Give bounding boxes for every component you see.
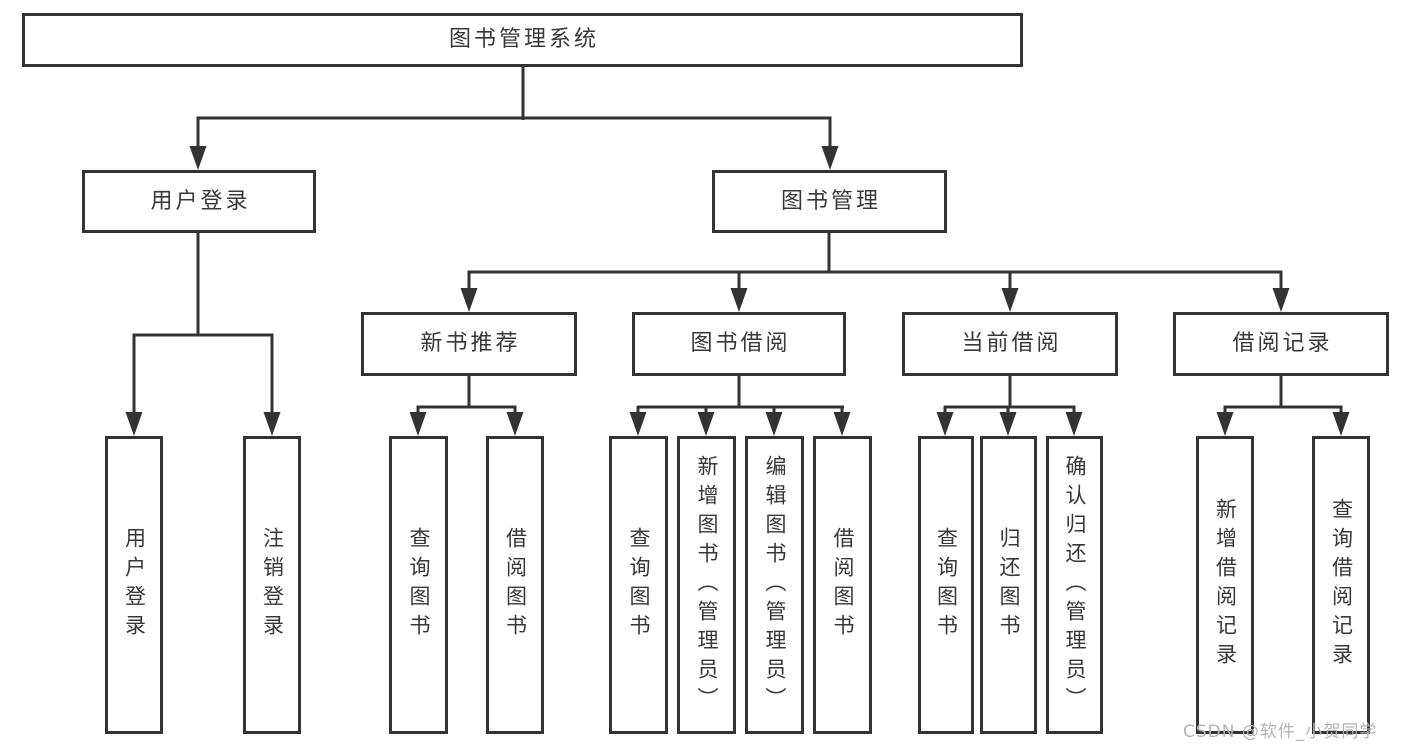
leaf-borrow-books-borrowing: 借阅图书: [813, 436, 872, 734]
leaf-borrow-books-recommend: 借阅图书: [486, 436, 544, 734]
leaf-return-books: 归还图书: [980, 436, 1037, 734]
leaf-logout: 注销登录: [243, 436, 301, 734]
node-user-login: 用户登录: [82, 170, 316, 233]
node-library-management-system: 图书管理系统: [22, 13, 1023, 67]
leaf-query-books-borrowing: 查询图书: [609, 436, 668, 734]
leaf-confirm-return-admin: 确认归还（管理员）: [1046, 436, 1103, 734]
leaf-add-books-admin: 新增图书（管理员）: [677, 436, 736, 734]
node-current-borrowing: 当前借阅: [902, 312, 1118, 376]
leaf-query-books-recommend: 查询图书: [389, 436, 448, 734]
node-borrowing-records: 借阅记录: [1173, 312, 1389, 376]
node-book-management: 图书管理: [712, 170, 947, 233]
leaf-user-login: 用户登录: [105, 436, 163, 734]
leaf-query-books-current: 查询图书: [918, 436, 974, 734]
leaf-query-borrow-record: 查询借阅记录: [1312, 436, 1370, 734]
leaf-add-borrow-record: 新增借阅记录: [1196, 436, 1254, 734]
leaf-edit-books-admin: 编辑图书（管理员）: [745, 436, 804, 734]
node-new-book-recommend: 新书推荐: [361, 312, 577, 376]
node-book-borrowing: 图书借阅: [632, 312, 846, 376]
csdn-watermark: CSDN @软件_小贺同学: [1183, 722, 1378, 742]
